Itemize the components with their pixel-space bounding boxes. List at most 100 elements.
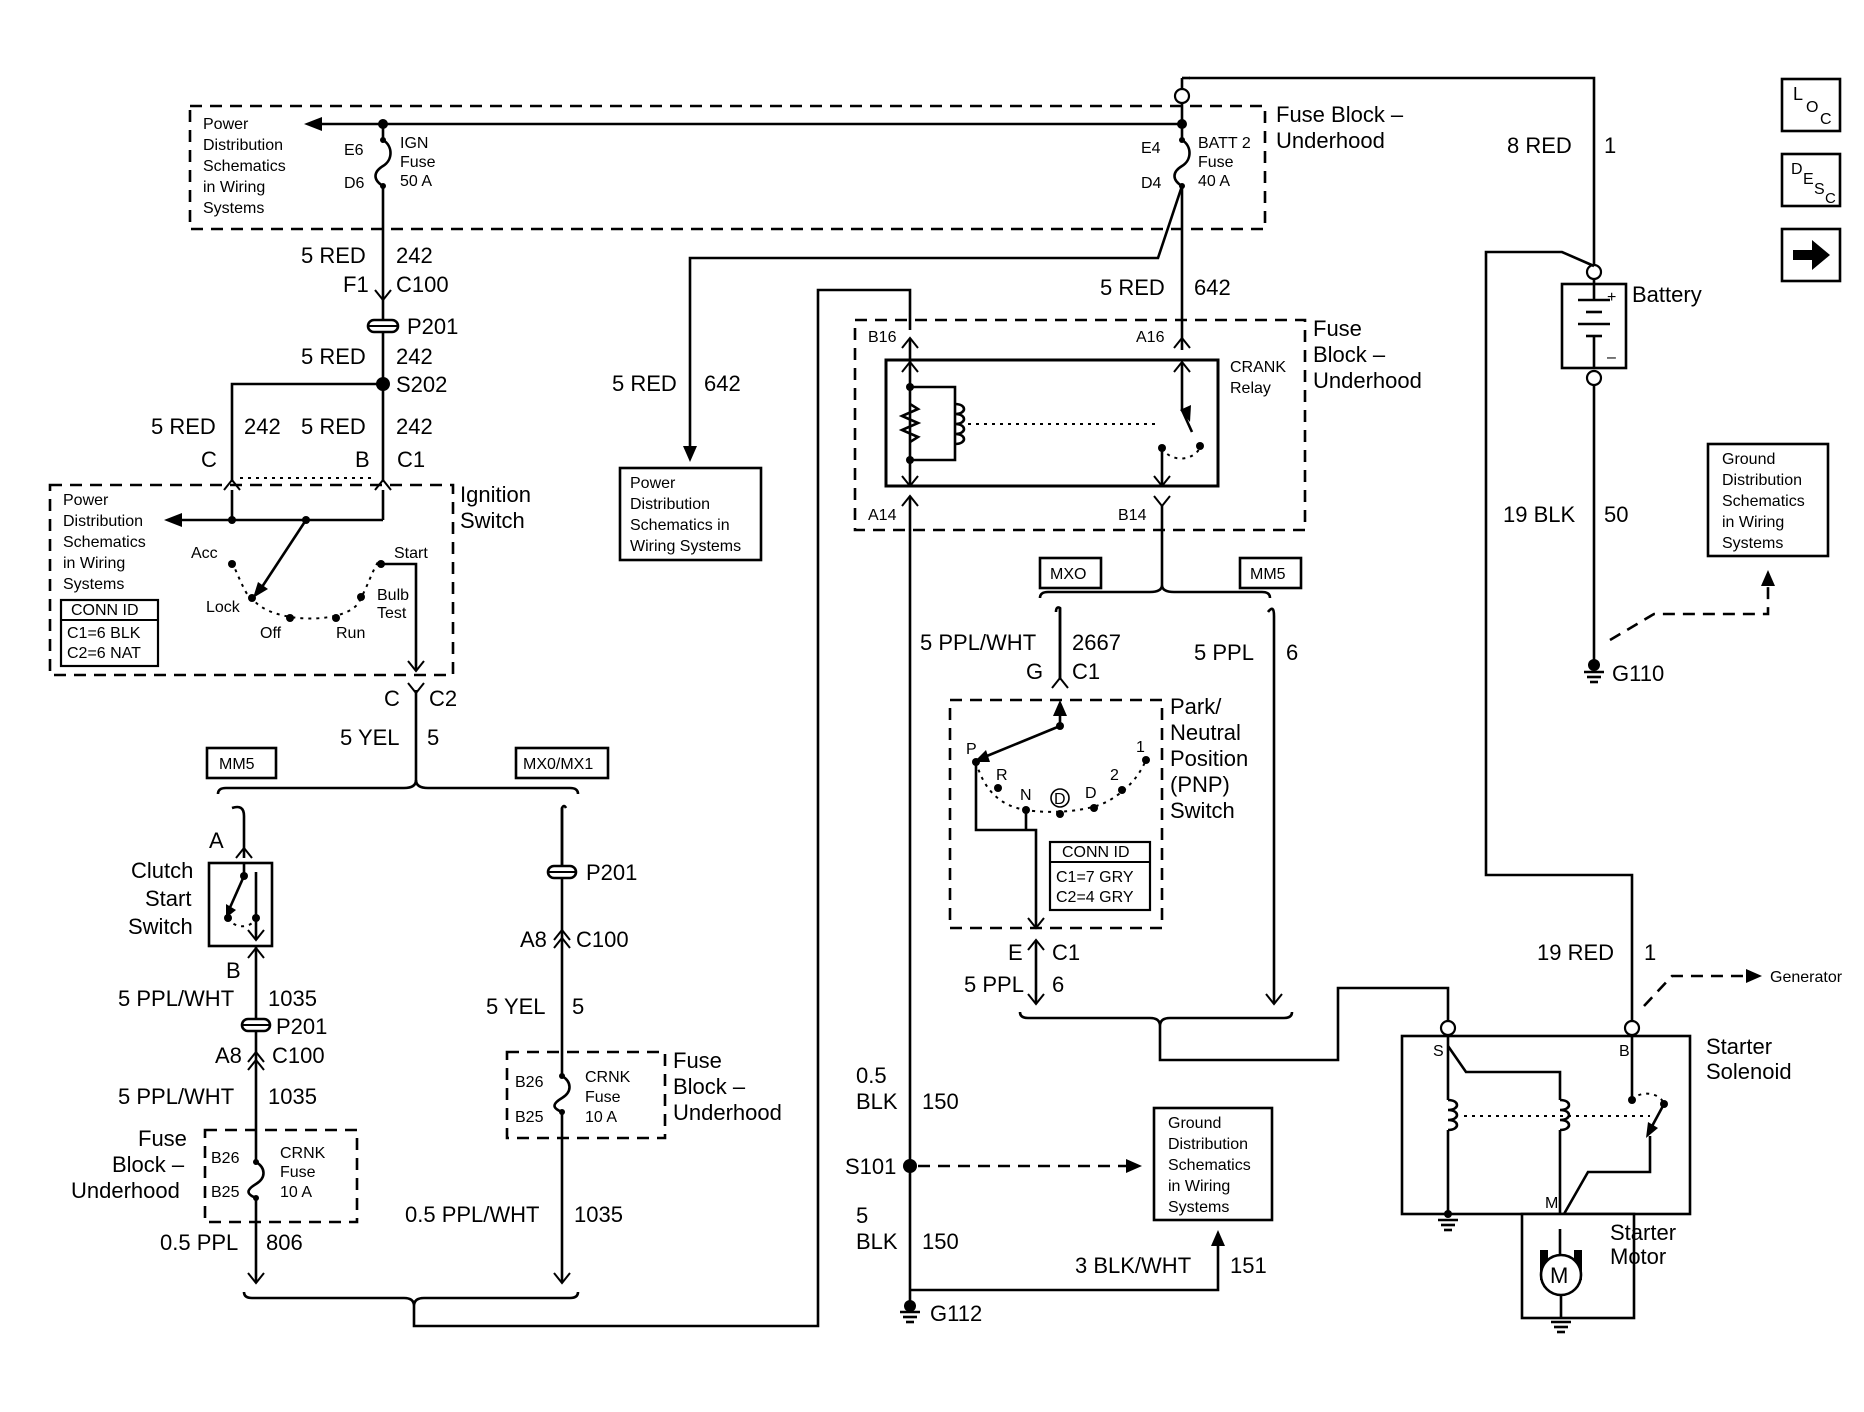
svg-text:Schematics: Schematics	[203, 158, 286, 175]
svg-text:2: 2	[1110, 767, 1119, 784]
svg-text:C2=4 GRY: C2=4 GRY	[1056, 889, 1134, 906]
svg-text:D: D	[1791, 161, 1803, 178]
svg-text:Power: Power	[203, 116, 249, 133]
pnp-switch-title: Park/ Neutral Position (PNP) Switch	[1170, 694, 1248, 823]
svg-text:L: L	[1793, 84, 1803, 104]
svg-text:5 RED: 5 RED	[612, 371, 677, 396]
svg-text:Systems: Systems	[63, 576, 124, 593]
svg-text:5: 5	[427, 725, 439, 750]
svg-text:242: 242	[396, 243, 433, 268]
svg-text:A8: A8	[215, 1043, 242, 1068]
svg-text:A14: A14	[868, 507, 897, 524]
s202-label: S202	[396, 372, 447, 397]
svg-text:B14: B14	[1118, 507, 1147, 524]
svg-text:in Wiring: in Wiring	[1722, 514, 1784, 531]
svg-text:Fuse: Fuse	[138, 1126, 187, 1151]
svg-text:Test: Test	[377, 605, 407, 622]
ground-g112: G112	[900, 1301, 982, 1326]
svg-text:1035: 1035	[268, 986, 317, 1011]
s101-splice	[903, 1159, 917, 1173]
svg-text:Relay: Relay	[1230, 380, 1271, 397]
svg-text:Wiring Systems: Wiring Systems	[630, 538, 741, 555]
svg-text:Fuse: Fuse	[673, 1048, 722, 1073]
ground-solenoid	[1438, 1218, 1458, 1232]
ground-ref-right: Ground Distribution Schematics in Wiring…	[1706, 442, 1830, 558]
batt2-fuse: E4 D4 BATT 2 Fuse 40 A	[1141, 124, 1251, 192]
loc-button[interactable]: L O C	[1780, 77, 1842, 133]
arrow-right-icon	[1793, 240, 1830, 270]
wire-242-c: 5 RED 242	[151, 414, 281, 439]
svg-text:Starter: Starter	[1610, 1220, 1676, 1245]
svg-text:R: R	[996, 767, 1008, 784]
svg-text:C: C	[1825, 190, 1836, 207]
svg-text:Schematics: Schematics	[63, 534, 146, 551]
svg-text:D: D	[1085, 785, 1097, 802]
crnk-fuse-mid: B26 B25 CRNK Fuse 10 A	[515, 1056, 631, 1138]
svg-text:B26: B26	[211, 1150, 240, 1167]
svg-text:MXO: MXO	[1050, 566, 1086, 583]
svg-text:B: B	[355, 447, 370, 472]
svg-text:242: 242	[396, 414, 433, 439]
svg-text:S: S	[1433, 1043, 1444, 1060]
svg-text:642: 642	[1194, 275, 1231, 300]
svg-text:P: P	[966, 741, 977, 758]
svg-text:Ground: Ground	[1722, 451, 1775, 468]
fuse-block-relay-title: Fuse Block – Underhood	[1313, 316, 1422, 393]
fuse-mid-title: Fuse Block – Underhood	[673, 1048, 782, 1125]
svg-text:P201: P201	[407, 314, 458, 339]
svg-text:D: D	[1054, 791, 1066, 808]
svg-text:5 PPL/WHT: 5 PPL/WHT	[118, 986, 234, 1011]
svg-text:19 BLK: 19 BLK	[1503, 502, 1575, 527]
svg-text:Start: Start	[145, 886, 191, 911]
svg-text:A16: A16	[1136, 329, 1165, 346]
wire-1035-a: B 5 PPL/WHT 1035	[118, 958, 317, 1011]
svg-text:Clutch: Clutch	[131, 858, 193, 883]
next-page-button[interactable]	[1780, 227, 1842, 283]
svg-text:in Wiring: in Wiring	[203, 179, 265, 196]
svg-text:5 PPL: 5 PPL	[964, 972, 1024, 997]
svg-text:6: 6	[1052, 972, 1064, 997]
svg-text:Systems: Systems	[1722, 535, 1783, 552]
svg-text:Distribution: Distribution	[1168, 1136, 1248, 1153]
mx0-mx1-option: MX0/MX1	[514, 746, 610, 780]
svg-text:Systems: Systems	[1168, 1199, 1229, 1216]
svg-text:E: E	[1803, 171, 1814, 188]
svg-text:C1: C1	[1052, 940, 1080, 965]
svg-text:B25: B25	[211, 1184, 240, 1201]
desc-button[interactable]: D E S C	[1780, 152, 1842, 208]
crnk-fuse-left: B26 B25 CRNK Fuse 10 A	[211, 1145, 326, 1222]
svg-text:C100: C100	[576, 927, 629, 952]
svg-text:Systems: Systems	[203, 200, 264, 217]
svg-text:O: O	[1806, 99, 1818, 116]
wire-242-d: 5 RED 242 C B C1	[201, 414, 433, 472]
svg-text:CONN ID: CONN ID	[1062, 844, 1130, 861]
clutch-start-switch: Clutch Start Switch	[128, 858, 274, 958]
svg-text:6: 6	[1286, 640, 1298, 665]
svg-text:C1: C1	[397, 447, 425, 472]
svg-text:5 YEL: 5 YEL	[486, 994, 546, 1019]
svg-text:C: C	[1820, 111, 1832, 128]
svg-text:Battery: Battery	[1632, 282, 1702, 307]
svg-text:C1=7 GRY: C1=7 GRY	[1056, 869, 1134, 886]
svg-text:Block –: Block –	[673, 1074, 746, 1099]
svg-text:Distribution: Distribution	[630, 496, 710, 513]
p201-connector-top: P201	[366, 314, 458, 339]
wire-19-red: 19 RED 1	[1537, 940, 1656, 965]
svg-text:BLK: BLK	[856, 1229, 898, 1254]
svg-text:5 YEL: 5 YEL	[340, 725, 400, 750]
svg-text:Park/: Park/	[1170, 694, 1222, 719]
p201-connector-left: P201	[240, 1014, 327, 1039]
svg-text:Solenoid: Solenoid	[1706, 1059, 1792, 1084]
ignition-switch-outline	[48, 483, 455, 677]
wire-1035-b: A8 C100 5 PPL/WHT 1035	[118, 1043, 325, 1109]
svg-text:0.5: 0.5	[856, 1063, 887, 1088]
svg-text:Position: Position	[1170, 746, 1248, 771]
ignition-conn-id: CONN ID C1=6 BLK C2=6 NAT	[59, 598, 160, 668]
svg-text:2667: 2667	[1072, 630, 1121, 655]
pds-ref-ignition: Power Distribution Schematics in Wiring …	[63, 492, 146, 593]
svg-text:Fuse Block –: Fuse Block –	[1276, 102, 1404, 127]
svg-text:CRNK: CRNK	[585, 1069, 631, 1086]
fuse-block-mid-outline	[505, 1050, 667, 1140]
crank-relay: B16 A16 A14 B14 CRANK Relay	[868, 329, 1286, 524]
svg-text:5 RED: 5 RED	[301, 243, 366, 268]
